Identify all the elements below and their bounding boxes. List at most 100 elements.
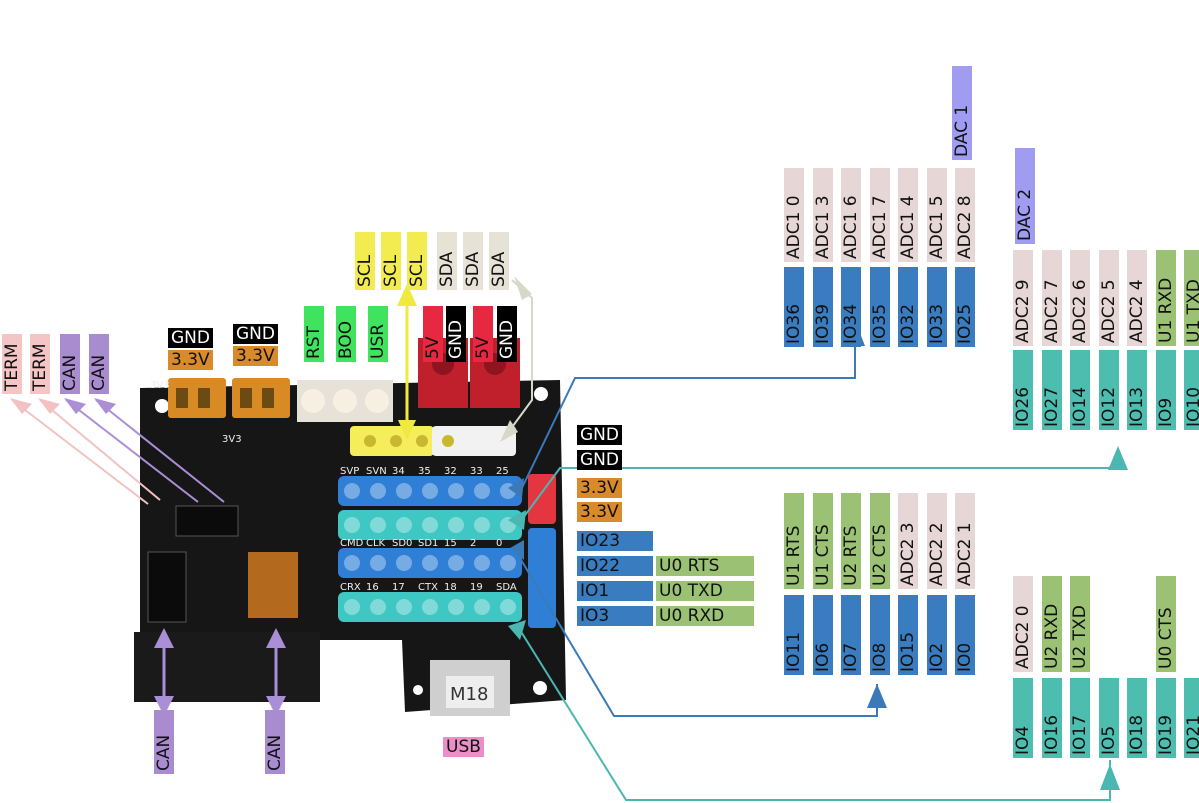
gnd-pin-label-2: GND	[497, 306, 517, 362]
group_top_left-fn: ADC1 5	[927, 168, 947, 262]
silk-label: 32	[444, 466, 457, 477]
header-pin	[364, 435, 376, 447]
silk-label: CRX	[340, 582, 361, 593]
uart-io-label: IO1	[577, 581, 653, 601]
scl-label-1: SCL	[355, 232, 375, 290]
group_top_right-fn: U1 TXD	[1184, 250, 1199, 346]
header-pin	[370, 599, 386, 615]
group_bottom_right-io: IO4	[1013, 678, 1033, 758]
group_top_right-io: IO26	[1013, 350, 1033, 430]
group_top_right-fn: ADC2 9	[1013, 250, 1033, 346]
bottom-can-label: CAN	[265, 710, 285, 774]
header-pin	[370, 555, 386, 571]
scl-label-3: SCL	[407, 232, 427, 290]
silk-label: CLK	[366, 538, 386, 549]
group_top_right-io: IO14	[1070, 350, 1090, 430]
group_bottom_right-fn: U0 CTS	[1156, 576, 1176, 672]
silk-label: SVP	[340, 466, 359, 477]
header-pin	[344, 599, 360, 615]
uart-fn-label: U0 TXD	[656, 581, 754, 601]
group_top_left-fn: ADC1 6	[841, 168, 861, 262]
group_top_right-fn: ADC2 4	[1127, 250, 1147, 346]
group_bottom_left-fn: U2 CTS	[870, 493, 890, 589]
silk-label: SD1	[418, 538, 438, 549]
left-label-term: TERM	[30, 334, 50, 394]
uart-fn-label: U0 RTS	[656, 556, 754, 576]
push-buttons	[297, 380, 393, 422]
header-pin	[448, 517, 464, 533]
dac2-label: DAC 2	[1015, 148, 1035, 244]
group_bottom_right-io: IO18	[1127, 678, 1147, 758]
group_top_right-fn: ADC2 7	[1042, 250, 1062, 346]
uart-io-label: IO23	[577, 531, 653, 551]
group_bottom_right-fn: ADC2 0	[1013, 576, 1033, 672]
silk-label: SDA	[496, 582, 517, 593]
silk-label: SD0	[392, 538, 412, 549]
bottom-can-label: CAN	[154, 710, 174, 774]
group_bottom_left-io: IO11	[784, 595, 804, 675]
group_top_left-fn: ADC1 0	[784, 168, 804, 262]
group_bottom_right-io: IO19	[1156, 678, 1176, 758]
group_bottom_left-io: IO15	[898, 595, 918, 675]
group_bottom_left-fn: ADC2 3	[898, 493, 918, 589]
uart-fn-label: U0 RXD	[656, 606, 754, 626]
uart-io-label: IO3	[577, 606, 653, 626]
arrow-heads	[10, 276, 1128, 790]
group_bottom_left-io: IO2	[927, 595, 947, 675]
usr-label: USR	[368, 306, 388, 362]
group_top_right-io: IO12	[1099, 350, 1119, 430]
group_bottom_left-fn: U2 RTS	[841, 493, 861, 589]
header-pin	[442, 435, 454, 447]
silk-label: 16	[366, 582, 379, 593]
group_bottom_left-fn: ADC2 2	[927, 493, 947, 589]
gnd-label-1: GND	[168, 328, 213, 348]
silk-3v3-label: 3V3	[222, 434, 242, 445]
group_top_right-io: IO27	[1042, 350, 1062, 430]
right-33v-2: 3.3V	[577, 502, 622, 522]
group_bottom_right-fn: U2 TXD	[1070, 576, 1090, 672]
silk-label: SVN	[366, 466, 387, 477]
header-pin	[422, 599, 438, 615]
group_bottom_left-fn: U1 RTS	[784, 493, 804, 589]
gnd-pin-label-1: GND	[446, 306, 466, 362]
can-connectors	[147, 505, 298, 623]
group_top_left-io: IO34	[841, 267, 861, 347]
group_bottom_right-io: IO16	[1042, 678, 1062, 758]
v33-label-2: 3.3V	[233, 346, 278, 366]
header-pin	[500, 555, 516, 571]
left-label-can: CAN	[60, 334, 80, 394]
group_bottom_right-io: IO17	[1070, 678, 1090, 758]
silk-label: CMD	[340, 538, 364, 549]
group_top_left-io: IO33	[927, 267, 947, 347]
header-pin	[344, 517, 360, 533]
group_bottom_right-io: IO5	[1099, 678, 1119, 758]
header-pin	[474, 555, 490, 571]
silk-label: 2	[470, 538, 476, 549]
usb-silk-label: M18	[450, 684, 488, 705]
sda-label-1: SDA	[437, 232, 457, 290]
rst-label: RST	[304, 306, 324, 362]
header-pin	[422, 483, 438, 499]
group_top_left-fn: ADC1 7	[870, 168, 890, 262]
silk-label: 35	[418, 466, 431, 477]
group_bottom_left-io: IO8	[870, 595, 890, 675]
group_bottom_right-fn: U2 RXD	[1042, 576, 1062, 672]
right-gnd-1: GND	[577, 425, 622, 445]
left-label-term: TERM	[2, 334, 22, 394]
group_top_right-fn: ADC2 6	[1070, 250, 1090, 346]
header-pin	[500, 599, 516, 615]
group_top_right-io: IO10	[1184, 350, 1199, 430]
header-pin	[448, 599, 464, 615]
silk-label: 17	[392, 582, 405, 593]
group_top_right-fn: ADC2 5	[1099, 250, 1119, 346]
sda-label-2: SDA	[463, 232, 483, 290]
usb-label: USB	[443, 737, 484, 757]
header-pin	[396, 483, 412, 499]
silk-3v3-label: 3V3	[150, 380, 170, 391]
silk-label: 0	[496, 538, 502, 549]
header-pin	[370, 517, 386, 533]
group_top_left-io: IO35	[870, 267, 890, 347]
usb-connector	[430, 660, 510, 716]
header-pin	[396, 599, 412, 615]
